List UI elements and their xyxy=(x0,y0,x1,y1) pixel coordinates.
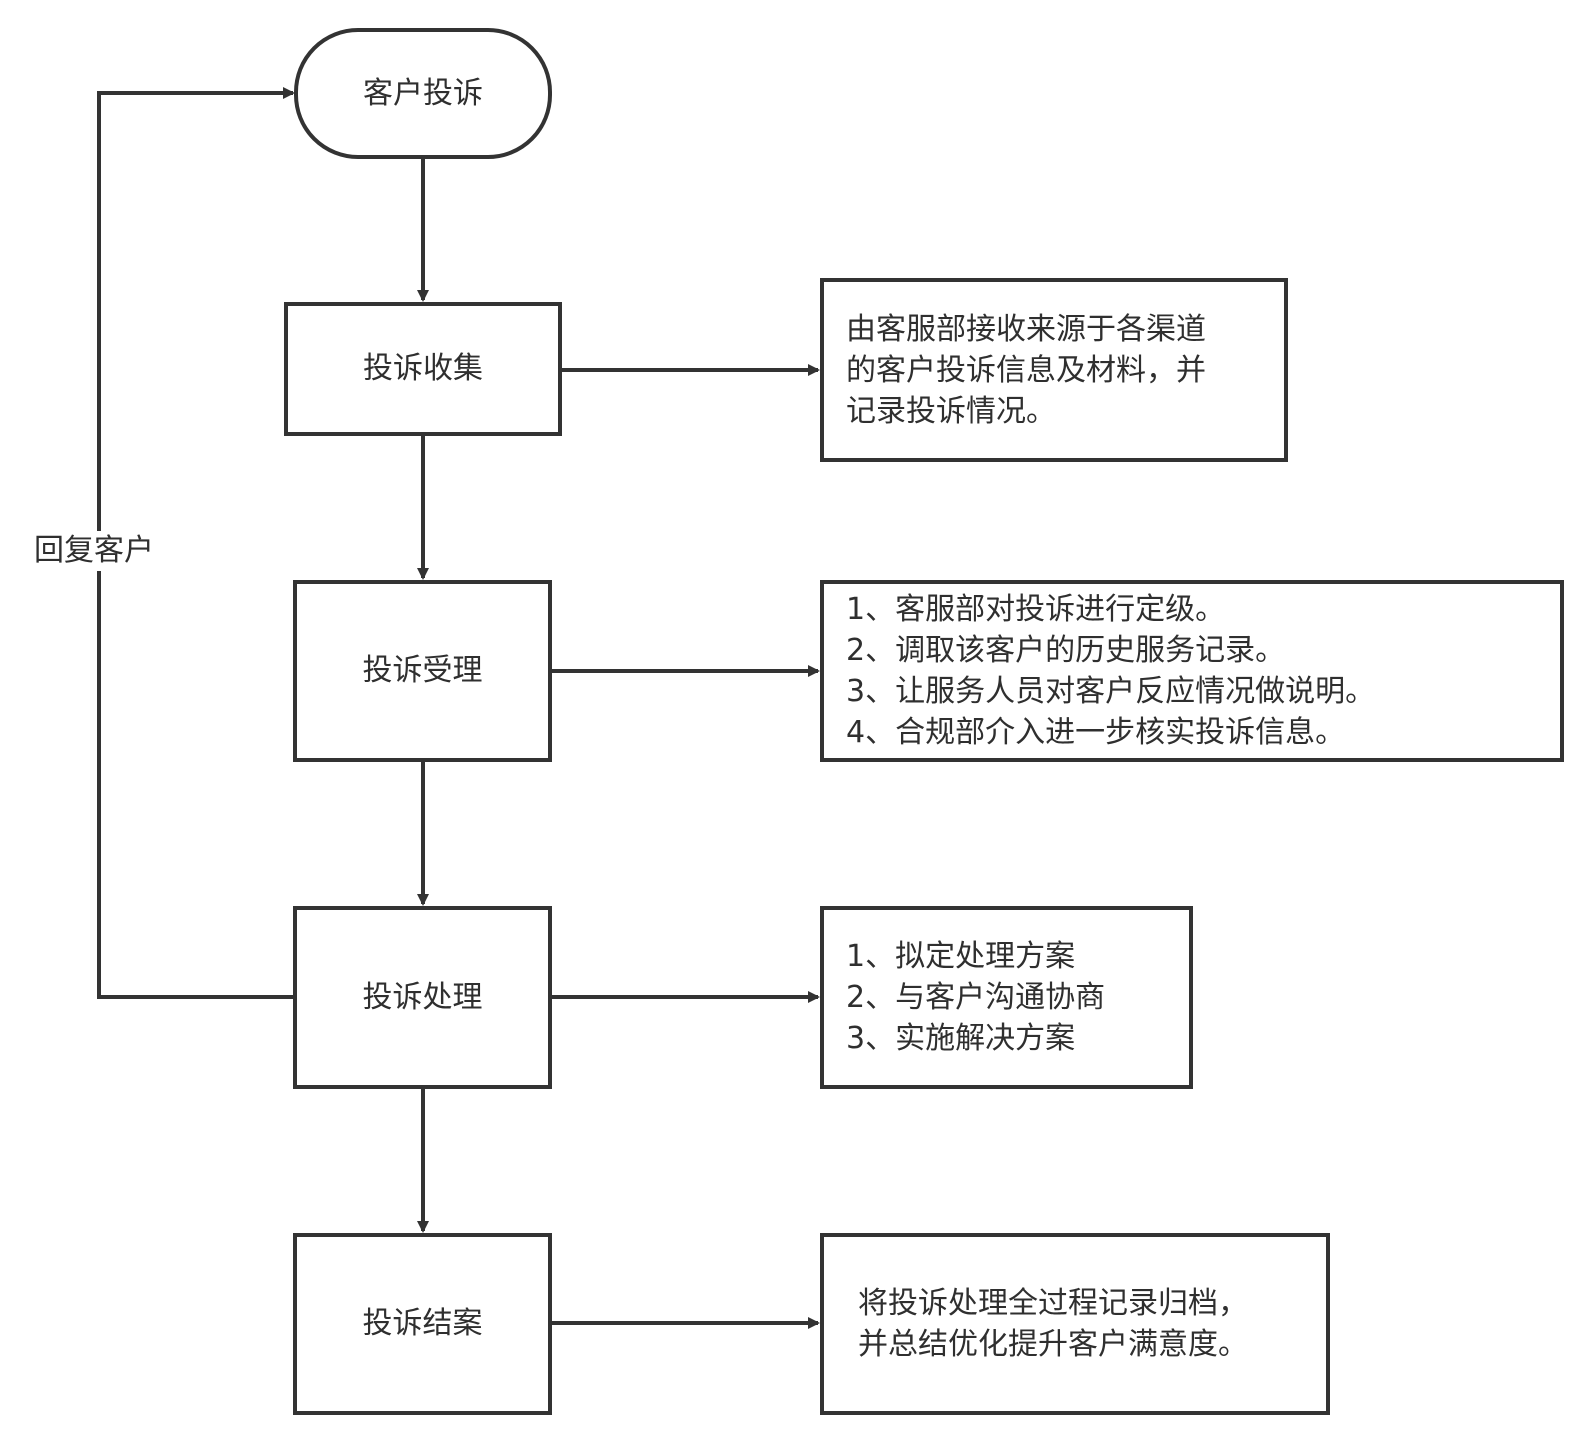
process-complaint-collection-label: 投诉收集 xyxy=(363,351,483,386)
note-complaint-acceptance: 1、客服部对投诉进行定级。 2、调取该客户的历史服务记录。 3、让服务人员对客户… xyxy=(820,580,1564,762)
note-complaint-handling: 1、拟定处理方案 2、与客户沟通协商 3、实施解决方案 xyxy=(820,906,1193,1089)
note-line: 由客服部接收来源于各渠道 xyxy=(846,311,1206,347)
process-complaint-handling: 投诉处理 xyxy=(293,906,552,1089)
process-complaint-closure-label: 投诉结案 xyxy=(362,1306,483,1341)
note-line: 3、实施解决方案 xyxy=(846,1021,1076,1056)
note-line: 4、合规部介入进一步核实投诉信息。 xyxy=(846,715,1346,750)
note-line: 记录投诉情况。 xyxy=(846,393,1056,429)
process-complaint-acceptance-label: 投诉受理 xyxy=(362,653,483,688)
start-terminal-label: 客户投诉 xyxy=(363,75,483,111)
note-line: 3、让服务人员对客户反应情况做说明。 xyxy=(846,674,1376,709)
process-complaint-collection: 投诉收集 xyxy=(284,302,562,436)
note-complaint-collection: 由客服部接收来源于各渠道 的客户投诉信息及材料，并 记录投诉情况。 xyxy=(820,278,1288,462)
process-complaint-closure: 投诉结案 xyxy=(293,1233,552,1415)
process-complaint-acceptance: 投诉受理 xyxy=(293,580,552,762)
note-line: 将投诉处理全过程记录归档， xyxy=(858,1286,1248,1321)
note-line: 2、与客户沟通协商 xyxy=(846,980,1106,1015)
note-line: 的客户投诉信息及材料，并 xyxy=(846,352,1206,388)
loop-label-reply-customer: 回复客户 xyxy=(32,531,156,571)
note-line: 并总结优化提升客户满意度。 xyxy=(858,1327,1248,1362)
start-terminal-customer-complaint: 客户投诉 xyxy=(294,28,552,159)
note-line: 1、拟定处理方案 xyxy=(846,939,1076,974)
note-line: 2、调取该客户的历史服务记录。 xyxy=(846,633,1286,668)
process-complaint-handling-label: 投诉处理 xyxy=(362,979,483,1015)
note-line: 1、客服部对投诉进行定级。 xyxy=(846,592,1226,627)
note-complaint-closure: 将投诉处理全过程记录归档， 并总结优化提升客户满意度。 xyxy=(820,1233,1330,1415)
